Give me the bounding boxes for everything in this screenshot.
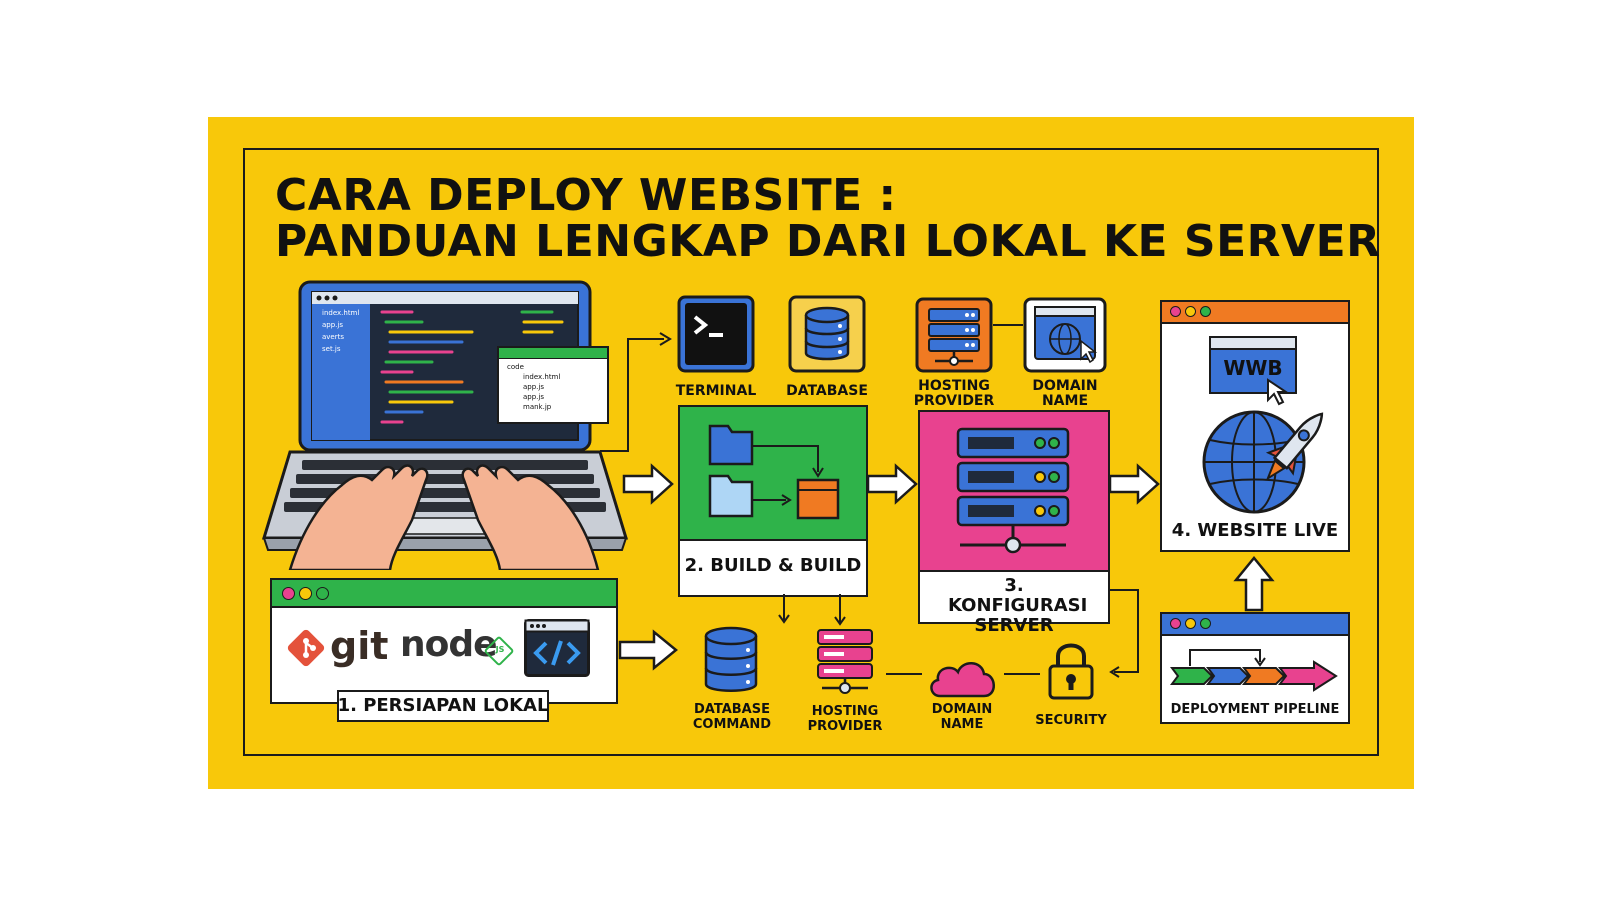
connector-line: [886, 673, 922, 675]
arrow-server-to-live: [1108, 463, 1160, 505]
poster-frame: [243, 148, 1379, 756]
pipeline-stages-illustration: [1170, 649, 1338, 692]
title-line-1: CARA DEPLOY WEBSITE :: [275, 170, 897, 221]
connector-line: [993, 324, 1023, 326]
step1-label: 1. PERSIAPAN LOKAL: [337, 695, 549, 716]
file-tree-window: code index.html app.js app.js mank.jp: [497, 346, 609, 424]
step3-label: 3. KONFIGURASI SERVER: [948, 575, 1088, 636]
padlock-icon: [1048, 643, 1094, 700]
file-item: averts: [322, 333, 345, 341]
database-label: DATABASE: [786, 383, 868, 399]
browser-wwb-text: WWB: [1223, 356, 1283, 380]
title-line-2: PANDUAN LENGKAP DARI LOKAL KE SERVER: [275, 216, 1381, 267]
database-command-label: DATABASE COMMAND: [692, 702, 772, 732]
arrow-build-to-server: [866, 463, 918, 505]
server-rack-icon: [956, 427, 1070, 554]
arrow-step1-to-pipeline: [618, 629, 678, 671]
database-command-icon: [704, 626, 758, 692]
hosting-provider-icon: [915, 297, 993, 373]
git-logo-icon: [287, 629, 325, 667]
step2-label: 2. BUILD & BUILD: [684, 555, 862, 576]
arrow-pipeline-to-live: [1233, 556, 1275, 612]
cloud-icon: [930, 662, 995, 698]
laptop-illustration: [262, 280, 629, 570]
tree-item: index.html: [523, 373, 561, 381]
file-item: app.js: [322, 321, 343, 329]
build-files-illustration: [708, 424, 840, 520]
terminal-label: TERMINAL: [675, 383, 757, 399]
domain-name-label: DOMAIN NAME: [1032, 378, 1098, 409]
file-item: index.html: [322, 309, 360, 317]
tree-item: mank.jp: [523, 403, 552, 411]
step4-label: 4. WEBSITE LIVE: [1171, 520, 1339, 541]
database-icon: [788, 295, 866, 373]
node-js-text: JS: [495, 645, 505, 654]
laptop-to-terminal-arrow: [600, 332, 672, 452]
globe-rocket-illustration: [1202, 410, 1324, 514]
file-item: set.js: [322, 345, 341, 353]
arrow-laptop-to-build: [622, 463, 674, 505]
server-to-security-arrow: [1109, 589, 1139, 678]
domain-name-icon: [1023, 297, 1107, 373]
build-to-hosting-arrow-2: [834, 594, 846, 626]
tree-item: app.js: [523, 393, 544, 401]
terminal-icon: [677, 295, 755, 373]
pipeline-label: DEPLOYMENT PIPELINE: [1170, 702, 1340, 717]
step1-label-box: [337, 690, 549, 722]
connector-line: [1004, 673, 1040, 675]
tree-item: app.js: [523, 383, 544, 391]
mini-browser-window: [1209, 336, 1297, 394]
tree-root-folder: code: [507, 363, 524, 371]
cursor-icon: [1267, 378, 1290, 406]
laptop-file-list: index.html app.js averts set.js: [322, 307, 359, 355]
hosting-provider-bottom-label: HOSTING PROVIDER: [807, 704, 883, 734]
hosting-provider-label: HOSTING PROVIDER: [913, 378, 995, 409]
git-text: git: [330, 624, 389, 668]
build-to-hosting-arrow: [778, 594, 790, 624]
domain-name-bottom-label: DOMAIN NAME: [931, 702, 993, 732]
code-editor-icon: [524, 619, 590, 677]
security-label: SECURITY: [1035, 713, 1107, 728]
hosting-provider-bottom-icon: [817, 629, 873, 694]
node-text: node: [400, 624, 498, 665]
